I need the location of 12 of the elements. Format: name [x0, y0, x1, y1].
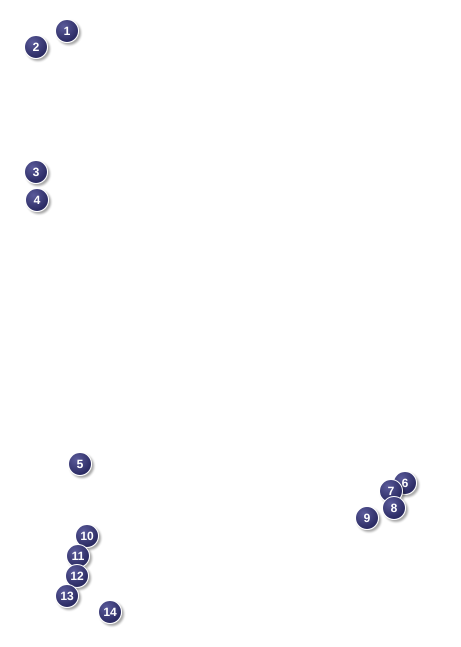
callout-number: 4 — [25, 188, 49, 212]
callout-number: 2 — [24, 35, 48, 59]
callout-number: 13 — [55, 584, 79, 608]
callout-number: 3 — [24, 160, 48, 184]
callout-number: 11 — [66, 544, 90, 568]
callout-number: 9 — [355, 506, 379, 530]
callout-number: 10 — [75, 524, 99, 548]
callout-number: 8 — [382, 496, 406, 520]
callout-number: 14 — [98, 600, 122, 624]
callout-number: 1 — [55, 19, 79, 43]
callout-number: 5 — [68, 452, 92, 476]
callout-number: 12 — [65, 564, 89, 588]
